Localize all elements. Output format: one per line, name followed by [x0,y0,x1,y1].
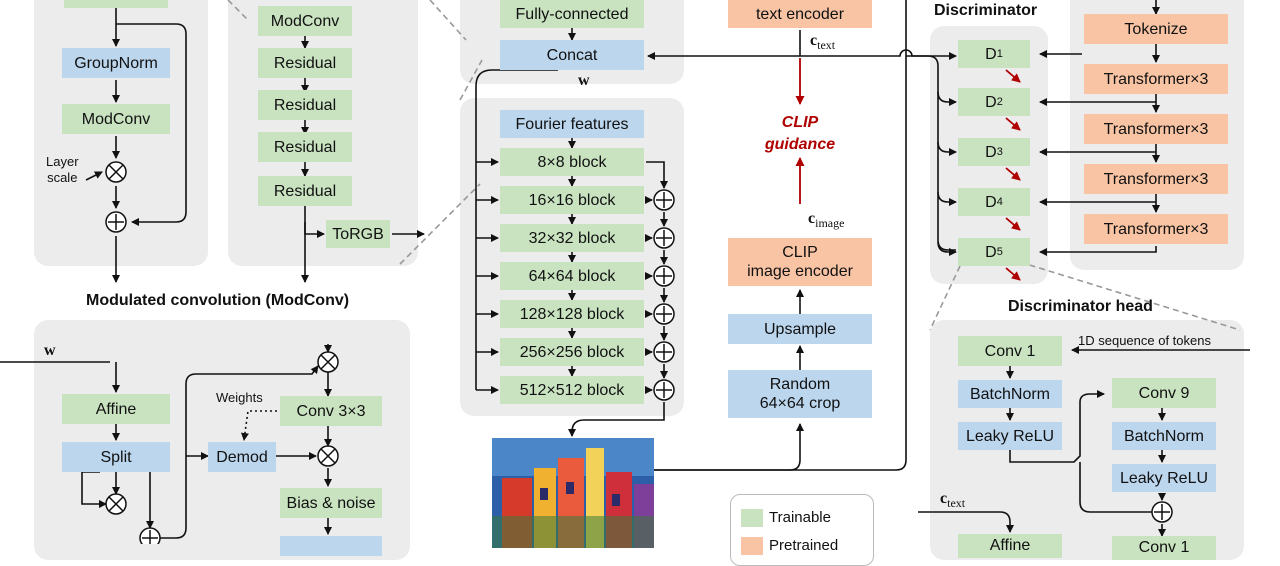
residual-box-1: Residual [258,48,352,78]
generated-painting-image [492,438,654,548]
token-sequence-label: 1D sequence of tokens [1078,333,1211,348]
transformer-box-3: Transformer×3 [1084,164,1228,194]
torgb-box: ToRGB [326,220,390,248]
c-text-label: ctext [810,32,836,53]
leaky-relu-box-a: Leaky ReLU [958,422,1062,450]
weights-label: Weights [216,390,263,405]
upsample-box: Upsample [728,314,872,344]
disc-c-text-label: ctext [940,490,966,511]
batchnorm-box-a: BatchNorm [958,380,1062,408]
block-32: 32×32 block [500,224,644,252]
transformer-box-1: Transformer×3 [1084,64,1228,94]
legend-trainable-swatch [741,509,763,527]
split-box: Split [62,442,170,472]
leaky-relu-box-b: Leaky ReLU [1112,464,1216,492]
block-128: 128×128 block [500,300,644,328]
text-encoder-box: text encoder [728,0,872,28]
conv1-box-b: Conv 1 [1112,536,1216,560]
modconv-box: ModConv [258,6,352,36]
block-256: 256×256 block [500,338,644,366]
affine-box: Affine [62,394,170,424]
disc-affine-box: Affine [958,534,1062,558]
block-512: 512×512 block [500,376,644,404]
w-label: w [578,72,590,89]
block-16: 16×16 block [500,186,644,214]
legend: Trainable Pretrained [730,494,874,566]
conv1-box: Conv 1 [958,336,1062,366]
c-image-label: cimage [808,210,845,231]
transformer-box-4: Transformer×3 [1084,214,1228,244]
fourier-features-box: Fourier features [500,110,644,138]
legend-trainable-label: Trainable [769,509,831,526]
disc-head-title: Discriminator head [1008,298,1153,315]
bias-noise-box: Bias & noise [280,488,382,518]
modconv-section-title: Modulated convolution (ModConv) [86,292,350,309]
concat-box: Concat [500,40,644,70]
batchnorm-box-b: BatchNorm [1112,422,1216,450]
modconv-box-top: ModConv [62,104,170,134]
transformer-box-2: Transformer×3 [1084,114,1228,144]
groupnorm-box: GroupNorm [62,48,170,78]
legend-pretrained-label: Pretrained [769,537,839,554]
modconv-panel [34,320,410,560]
bottom-partial-box [280,536,382,556]
w-input-label: w [44,342,56,359]
tokenize-box: Tokenize [1084,14,1228,44]
layer-scale-label: Layer scale [46,154,79,185]
block-64: 64×64 block [500,262,644,290]
conv9-box: Conv 9 [1112,378,1216,408]
demod-box: Demod [208,442,276,472]
discriminator-title: Discriminator [934,2,1038,19]
conv3x3-box: Conv 3×3 [280,396,382,426]
top-left-partial-box [64,0,168,8]
fully-connected-box: Fully-connected [500,0,644,28]
residual-box-4: Residual [258,176,352,206]
block-8: 8×8 block [500,148,644,176]
legend-pretrained-swatch [741,537,763,555]
connection-wires [0,0,1250,544]
residual-box-2: Residual [258,90,352,120]
residual-box-3: Residual [258,132,352,162]
